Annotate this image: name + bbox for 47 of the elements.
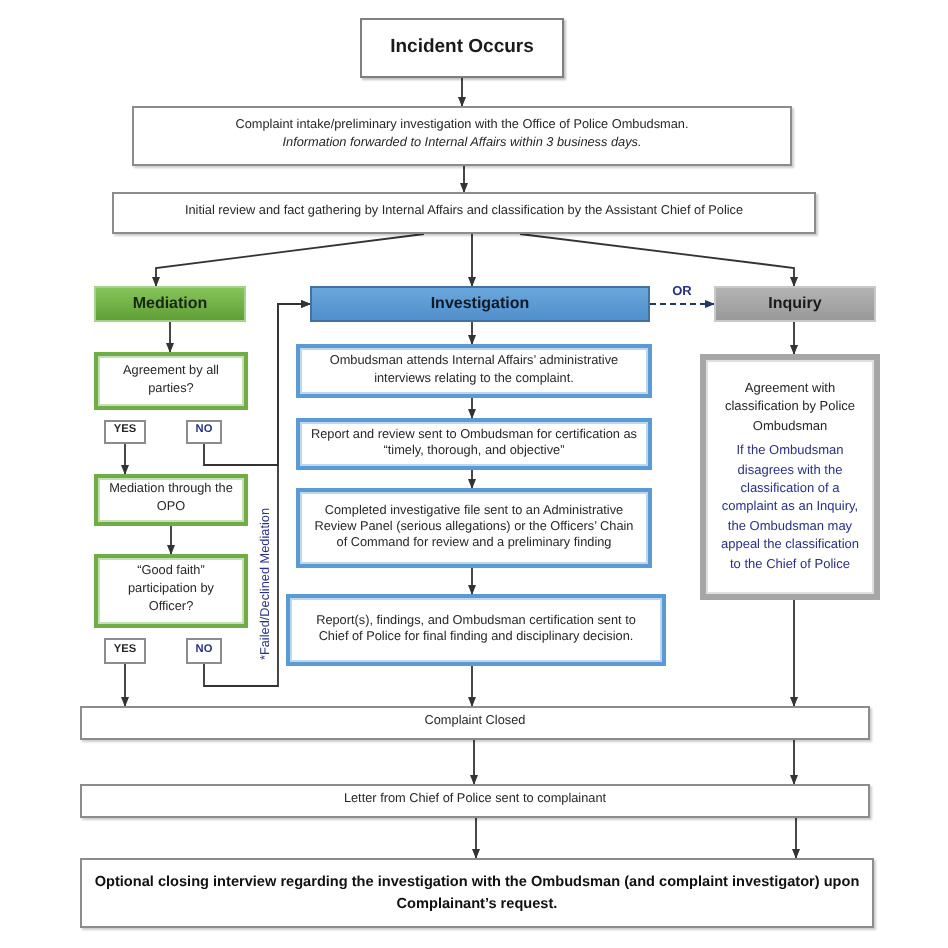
process-box (296, 488, 652, 568)
process-box (296, 344, 652, 398)
arrow (166, 321, 174, 353)
arrow (470, 739, 478, 785)
arrow (468, 233, 476, 287)
arrow (790, 599, 798, 707)
arrow (468, 567, 476, 595)
track-header (94, 286, 246, 322)
arrow (167, 525, 175, 555)
process-box (286, 594, 666, 666)
header-text: Inquiry (768, 292, 822, 316)
process-box (80, 706, 870, 740)
arrow (203, 300, 311, 687)
process-box (94, 474, 248, 526)
arrow (458, 77, 466, 107)
header-text: Investigation (430, 292, 530, 316)
arrow (519, 233, 798, 287)
track-header (714, 286, 876, 322)
arrow (790, 321, 798, 355)
arrow (792, 817, 800, 859)
start-text: Incident Occurs (390, 34, 534, 62)
arrow (152, 233, 425, 287)
process-box (700, 354, 880, 600)
arrow (121, 663, 129, 707)
arrow (460, 165, 468, 193)
choice-tag (104, 420, 146, 444)
arrow (468, 469, 476, 489)
start-box (360, 18, 564, 78)
choice-tag (104, 638, 146, 664)
arrow (790, 739, 798, 785)
decision-box (94, 554, 248, 628)
arrow (468, 665, 476, 707)
arrow (121, 443, 129, 475)
process-box (132, 106, 792, 166)
dashed-arrow (649, 300, 715, 308)
process-box (80, 858, 874, 928)
arrow (468, 321, 476, 345)
process-box (112, 192, 816, 234)
process-box (296, 418, 652, 470)
decision-box (94, 352, 248, 410)
track-header (310, 286, 650, 322)
arrow (472, 817, 480, 859)
header-text: Mediation (132, 292, 208, 316)
process-box (80, 784, 870, 818)
choice-tag (186, 420, 222, 444)
arrow (468, 397, 476, 419)
choice-tag (186, 638, 222, 664)
